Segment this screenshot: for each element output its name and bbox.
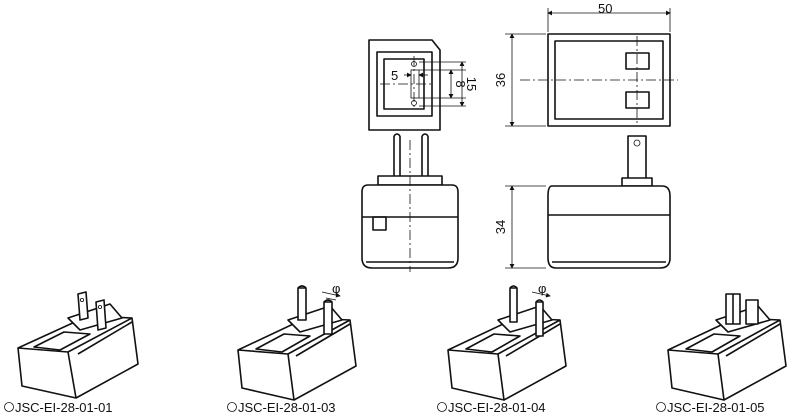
- dim-pin-15: 15: [464, 77, 479, 91]
- top-view: 50 36: [493, 1, 678, 127]
- side-view: [361, 133, 459, 272]
- radio-circle-icon: [227, 402, 237, 412]
- model-iso-4: [667, 293, 787, 401]
- dim-pin-width: 5: [391, 68, 398, 83]
- diameter-symbol-2: φ: [332, 281, 340, 296]
- caption-2: JSC-EI-28-01-03: [227, 400, 336, 415]
- dim-depth: 34: [493, 220, 508, 234]
- dim-width: 50: [598, 1, 612, 16]
- model-label-1: JSC-EI-28-01-01: [15, 400, 113, 415]
- front-view: 34: [493, 135, 671, 269]
- caption-4: JSC-EI-28-01-05: [656, 400, 765, 415]
- model-iso-1: [17, 291, 139, 399]
- model-label-4: JSC-EI-28-01-05: [667, 400, 765, 415]
- end-view: 5 8 15: [368, 39, 479, 131]
- radio-circle-icon: [437, 402, 447, 412]
- radio-circle-icon: [656, 402, 666, 412]
- model-iso-3: φ: [447, 281, 567, 401]
- diameter-symbol-3: φ: [538, 281, 546, 296]
- caption-1: JSC-EI-28-01-01: [4, 400, 113, 415]
- caption-3: JSC-EI-28-01-04: [437, 400, 546, 415]
- dim-height: 36: [493, 73, 508, 87]
- model-label-2: JSC-EI-28-01-03: [238, 400, 336, 415]
- radio-circle-icon: [4, 402, 14, 412]
- model-iso-2: φ: [237, 281, 357, 401]
- model-label-3: JSC-EI-28-01-04: [448, 400, 546, 415]
- dim-pin-8: 8: [453, 80, 468, 87]
